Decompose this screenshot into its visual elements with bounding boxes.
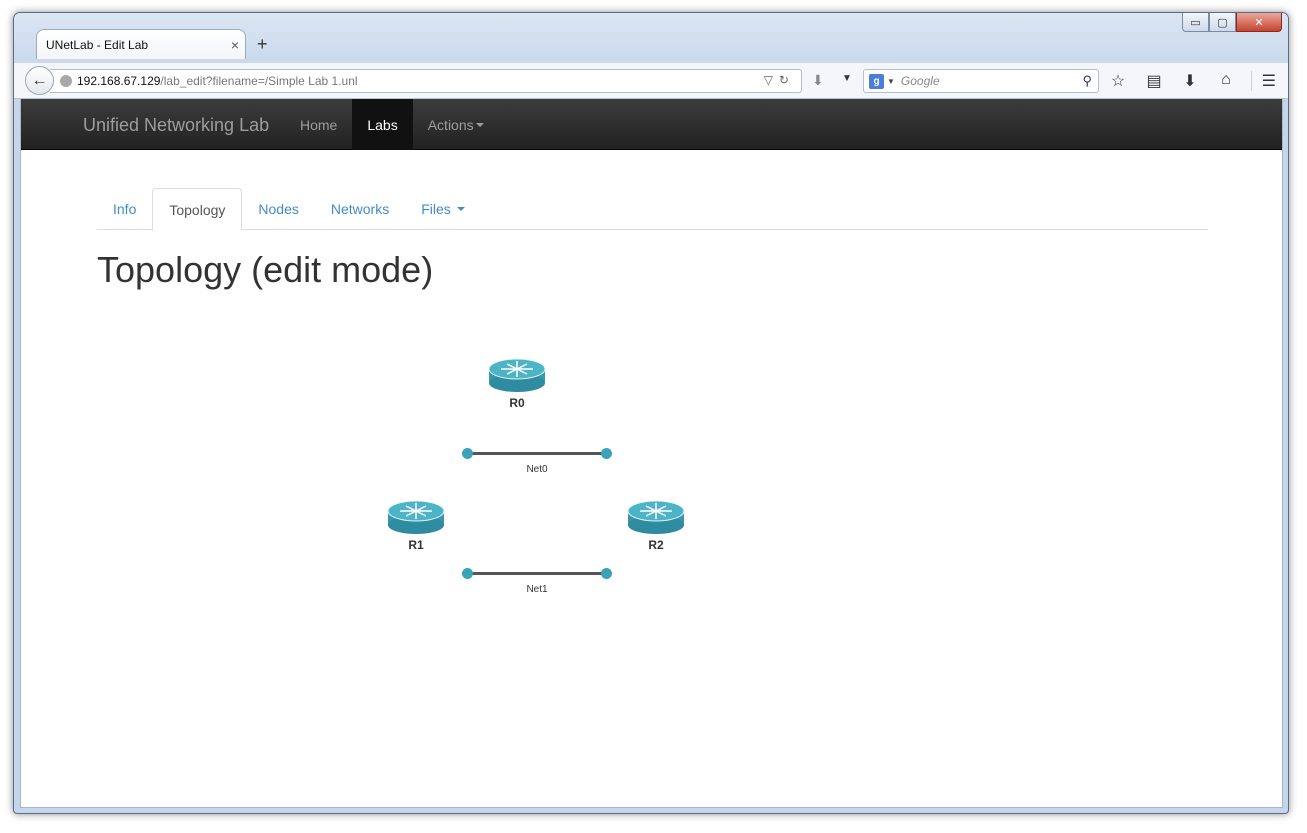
network-net1[interactable]: Net1 [462,566,612,596]
downloads-icon[interactable]: ⬇ [1183,73,1197,90]
search-engine-dropdown-icon[interactable]: ▼ [887,76,895,86]
endpoint-handle[interactable] [601,448,612,459]
network-link [472,572,602,575]
endpoint-handle[interactable] [601,568,612,579]
caret-down-icon [456,207,465,211]
browser-tab[interactable]: UNetLab - Edit Lab × [36,29,246,59]
url-path: /lab_edit?filename=/Simple Lab 1.unl [160,74,358,88]
title-bar: UNetLab - Edit Lab × + ▭ ▢ ✕ [14,13,1288,63]
network-label: Net1 [526,584,548,595]
tab-files-label: Files [421,201,451,217]
network-net0[interactable]: Net0 [462,446,612,476]
topology-canvas: R0 R1 R2 [21,299,1284,649]
node-label: R0 [509,396,525,410]
close-window-icon[interactable]: ✕ [1236,13,1282,32]
node-r1[interactable]: R1 [386,493,446,552]
url-host: 192.168.67.129 [77,74,161,88]
node-r2[interactable]: R2 [626,493,686,552]
router-icon [488,358,546,392]
network-link [472,452,602,455]
nav-actions[interactable]: Actions [413,99,499,150]
app-nav: Home Labs Actions [285,99,499,150]
addon-icon[interactable]: ⬇ [812,72,824,88]
search-bar[interactable]: g ▼ Google ⚲ [863,69,1099,93]
address-bar[interactable]: 192.168.67.129/lab_edit?filename=/Simple… [50,69,802,93]
router-icon [627,500,685,534]
tab-title: UNetLab - Edit Lab [46,37,149,52]
reading-list-icon[interactable]: ▤ [1146,73,1162,90]
nav-actions-label: Actions [427,116,474,133]
page-content: Unified Networking Lab Home Labs Actions… [20,99,1283,808]
node-r0[interactable]: R0 [487,351,547,410]
minimize-icon[interactable]: ▭ [1182,13,1209,32]
tab-files[interactable]: Files [405,188,480,230]
tab-nodes[interactable]: Nodes [258,201,299,217]
back-button[interactable]: ← [25,66,54,95]
node-label: R1 [408,538,424,552]
search-icon[interactable]: ⚲ [1082,73,1092,88]
nav-home[interactable]: Home [300,116,338,133]
tab-networks[interactable]: Networks [330,201,390,217]
toolbar-icons: ☆ ▤ ⬇ ⌂ [1108,71,1236,91]
tab-topology[interactable]: Topology [152,188,243,231]
new-tab-icon[interactable]: + [257,34,268,54]
tab-info[interactable]: Info [113,201,137,217]
browser-toolbar: 192.168.67.129/lab_edit?filename=/Simple… [14,63,1288,99]
page-title: Topology (edit mode) [97,249,434,290]
endpoint-handle[interactable] [462,448,473,459]
back-arrow-icon: ← [31,71,48,89]
network-label: Net0 [526,464,548,475]
endpoint-handle[interactable] [462,568,473,579]
google-icon[interactable]: g [869,73,884,89]
tab-close-icon[interactable]: × [230,36,240,53]
caret-down-icon [475,122,484,127]
nav-labs[interactable]: Labs [352,99,413,150]
browser-window: UNetLab - Edit Lab × + ▭ ▢ ✕ 192.168.67.… [13,12,1289,814]
lab-tabs: Info Topology Nodes Networks Files [97,188,1208,231]
bookmark-star-icon[interactable]: ☆ [1110,73,1126,90]
router-icon [387,500,445,534]
app-navbar: Unified Networking Lab Home Labs Actions [21,99,1282,150]
brand[interactable]: Unified Networking Lab [83,115,270,135]
site-identity-icon[interactable] [60,75,72,87]
search-input[interactable]: Google [900,74,940,88]
window-controls: ▭ ▢ ✕ [1182,13,1282,32]
menu-icon[interactable]: ☰ [1250,71,1276,91]
addon-dropdown-icon[interactable]: ▼ [842,73,852,84]
reload-icon[interactable]: ▽↻ [763,73,795,87]
home-icon[interactable]: ⌂ [1221,71,1231,88]
node-label: R2 [648,538,664,552]
maximize-icon[interactable]: ▢ [1209,13,1236,32]
